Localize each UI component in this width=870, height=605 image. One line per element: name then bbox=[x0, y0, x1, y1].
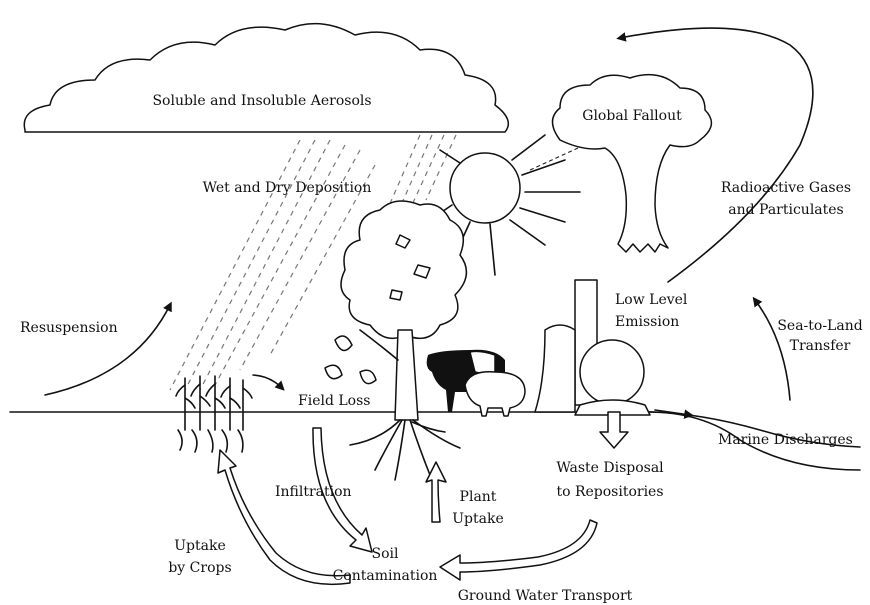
uptake-by-crops-label-line2: by Crops bbox=[168, 560, 231, 576]
waste-disposal-label-line1: Waste Disposal bbox=[556, 460, 664, 476]
uptake-by-crops-arrow bbox=[218, 450, 350, 584]
marine-discharges-label: Marine Discharges bbox=[718, 432, 853, 448]
resuspension-label: Resuspension bbox=[20, 320, 118, 336]
soil-contamination-label-line1: Soil bbox=[372, 546, 399, 562]
aerosol-cloud bbox=[24, 24, 508, 132]
infiltration-label: Infiltration bbox=[275, 484, 352, 500]
plant-uptake-label-line1: Plant bbox=[460, 489, 497, 505]
sea-to-land-label-line1: Sea-to-Land bbox=[777, 318, 862, 334]
low-level-emission-label-line1: Low Level bbox=[615, 292, 688, 308]
mushroom-cloud bbox=[553, 75, 712, 252]
aerosols-label: Soluble and Insoluble Aerosols bbox=[152, 93, 371, 109]
falling-leaf bbox=[325, 365, 342, 378]
waste-disposal-arrow bbox=[600, 412, 628, 448]
global-fallout-label: Global Fallout bbox=[582, 108, 682, 124]
crops-icon bbox=[176, 376, 252, 452]
sea-to-land-label-line2: Transfer bbox=[790, 338, 851, 354]
falling-leaf bbox=[360, 370, 376, 383]
radioactive-gases-label-line2: and Particulates bbox=[728, 202, 844, 218]
field-loss-label: Field Loss bbox=[298, 393, 370, 409]
ground-water-label: Ground Water Transport bbox=[458, 588, 633, 604]
low-level-emission-label-line2: Emission bbox=[615, 314, 679, 330]
plant-uptake-label-line2: Uptake bbox=[452, 511, 504, 527]
falling-leaf bbox=[335, 336, 352, 350]
ground-water-arrow bbox=[440, 520, 597, 580]
radioactive-gases-label-line1: Radioactive Gases bbox=[721, 180, 851, 196]
sea-to-land-arrow bbox=[755, 300, 790, 400]
field-loss-arrow bbox=[253, 375, 282, 388]
sheep-icon bbox=[458, 366, 525, 416]
uptake-by-crops-label-line1: Uptake bbox=[174, 538, 226, 554]
waste-disposal-label-line2: to Repositories bbox=[556, 484, 663, 500]
soil-contamination-label-line2: Contamination bbox=[333, 568, 438, 584]
wet-dry-deposition-label: Wet and Dry Deposition bbox=[203, 180, 372, 196]
resuspension-arrow bbox=[45, 305, 170, 395]
tree-roots bbox=[350, 420, 460, 480]
